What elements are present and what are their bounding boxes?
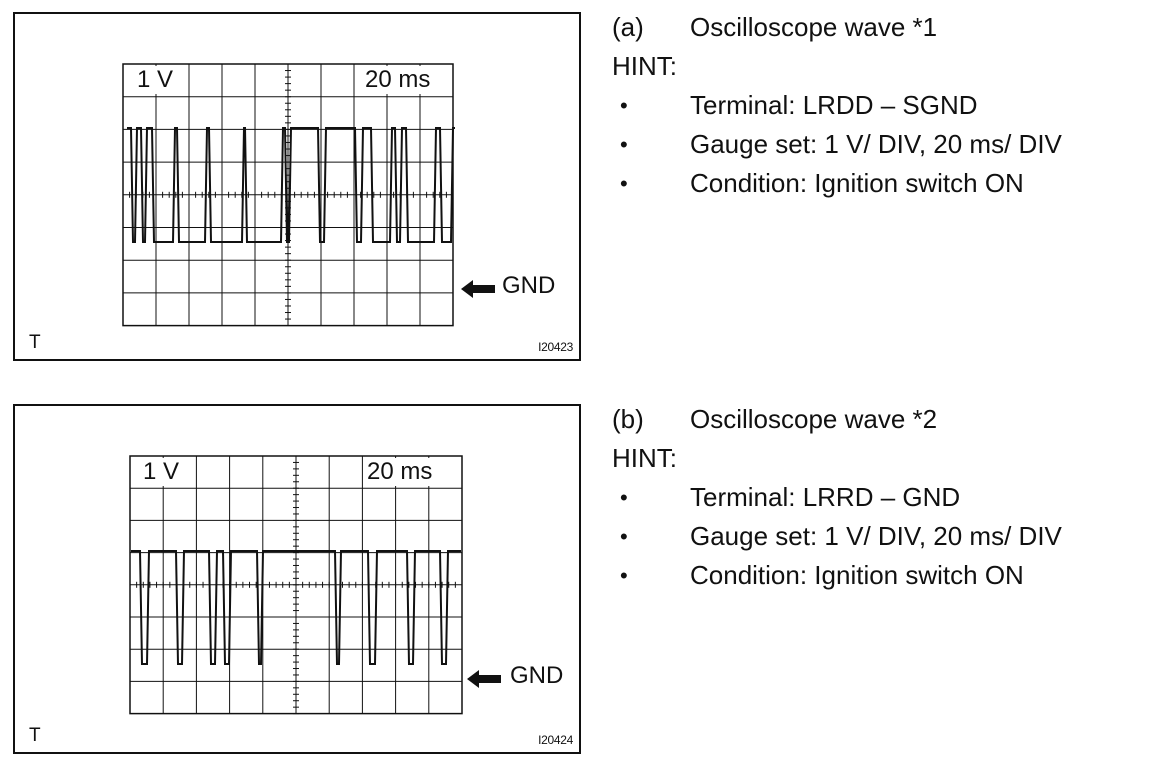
- oscilloscope-screen-a: [122, 63, 495, 327]
- oscilloscope-figure-a: 1 V 20 ms GND T I20423: [13, 12, 581, 361]
- list-item: •Condition: Ignition switch ON: [612, 164, 1062, 203]
- list-item: •Terminal: LRRD – GND: [612, 478, 1062, 517]
- list-item: •Gauge set: 1 V/ DIV, 20 ms/ DIV: [612, 517, 1062, 556]
- bullet-icon: •: [620, 93, 628, 118]
- hint-label: HINT:: [612, 51, 677, 81]
- volt-scale-label: 1 V: [139, 458, 184, 486]
- waveform-b: [131, 550, 461, 665]
- caption-b: (b) Oscilloscope wave *2: [612, 400, 1062, 439]
- waveform-a: [127, 127, 455, 243]
- bullet-icon: •: [620, 171, 628, 196]
- caption-title: Oscilloscope wave *1: [690, 12, 938, 42]
- time-scale-label: 20 ms: [361, 66, 435, 94]
- hint-label: HINT:: [612, 443, 677, 473]
- hint-block-b: (b) Oscilloscope wave *2 HINT: •Terminal:…: [612, 400, 1062, 595]
- hint-list-a: •Terminal: LRDD – SGND •Gauge set: 1 V/ …: [612, 86, 1062, 203]
- caption-letter: (a): [612, 12, 644, 42]
- volt-scale-label: 1 V: [133, 66, 178, 94]
- bullet-icon: •: [620, 132, 628, 157]
- gnd-arrow-icon: [461, 280, 495, 298]
- list-item: •Terminal: LRDD – SGND: [612, 86, 1062, 125]
- bullet-icon: •: [620, 563, 628, 588]
- hint-block-a: (a) Oscilloscope wave *1 HINT: •Terminal:…: [612, 8, 1062, 203]
- bullet-icon: •: [620, 524, 628, 549]
- figure-id: I20424: [538, 733, 573, 747]
- gnd-label: GND: [510, 662, 564, 689]
- figure-id: I20423: [538, 340, 573, 354]
- hint-list-b: •Terminal: LRRD – GND •Gauge set: 1 V/ D…: [612, 478, 1062, 595]
- scope-grid-b: [129, 455, 463, 715]
- gnd-label: GND: [502, 272, 556, 299]
- time-scale-label: 20 ms: [363, 458, 437, 486]
- corner-mark: T: [29, 332, 41, 353]
- list-item: •Condition: Ignition switch ON: [612, 556, 1062, 595]
- caption-title: Oscilloscope wave *2: [690, 404, 938, 434]
- list-item: •Gauge set: 1 V/ DIV, 20 ms/ DIV: [612, 125, 1062, 164]
- corner-mark: T: [29, 725, 41, 746]
- oscilloscope-figure-b: 1 V 20 ms GND T I20424: [13, 404, 581, 754]
- gnd-arrow-icon: [467, 670, 501, 688]
- bullet-icon: •: [620, 485, 628, 510]
- scope-grid-a: [122, 63, 454, 327]
- oscilloscope-screen-b: [129, 455, 501, 715]
- caption-letter: (b): [612, 404, 644, 434]
- caption-a: (a) Oscilloscope wave *1: [612, 8, 1062, 47]
